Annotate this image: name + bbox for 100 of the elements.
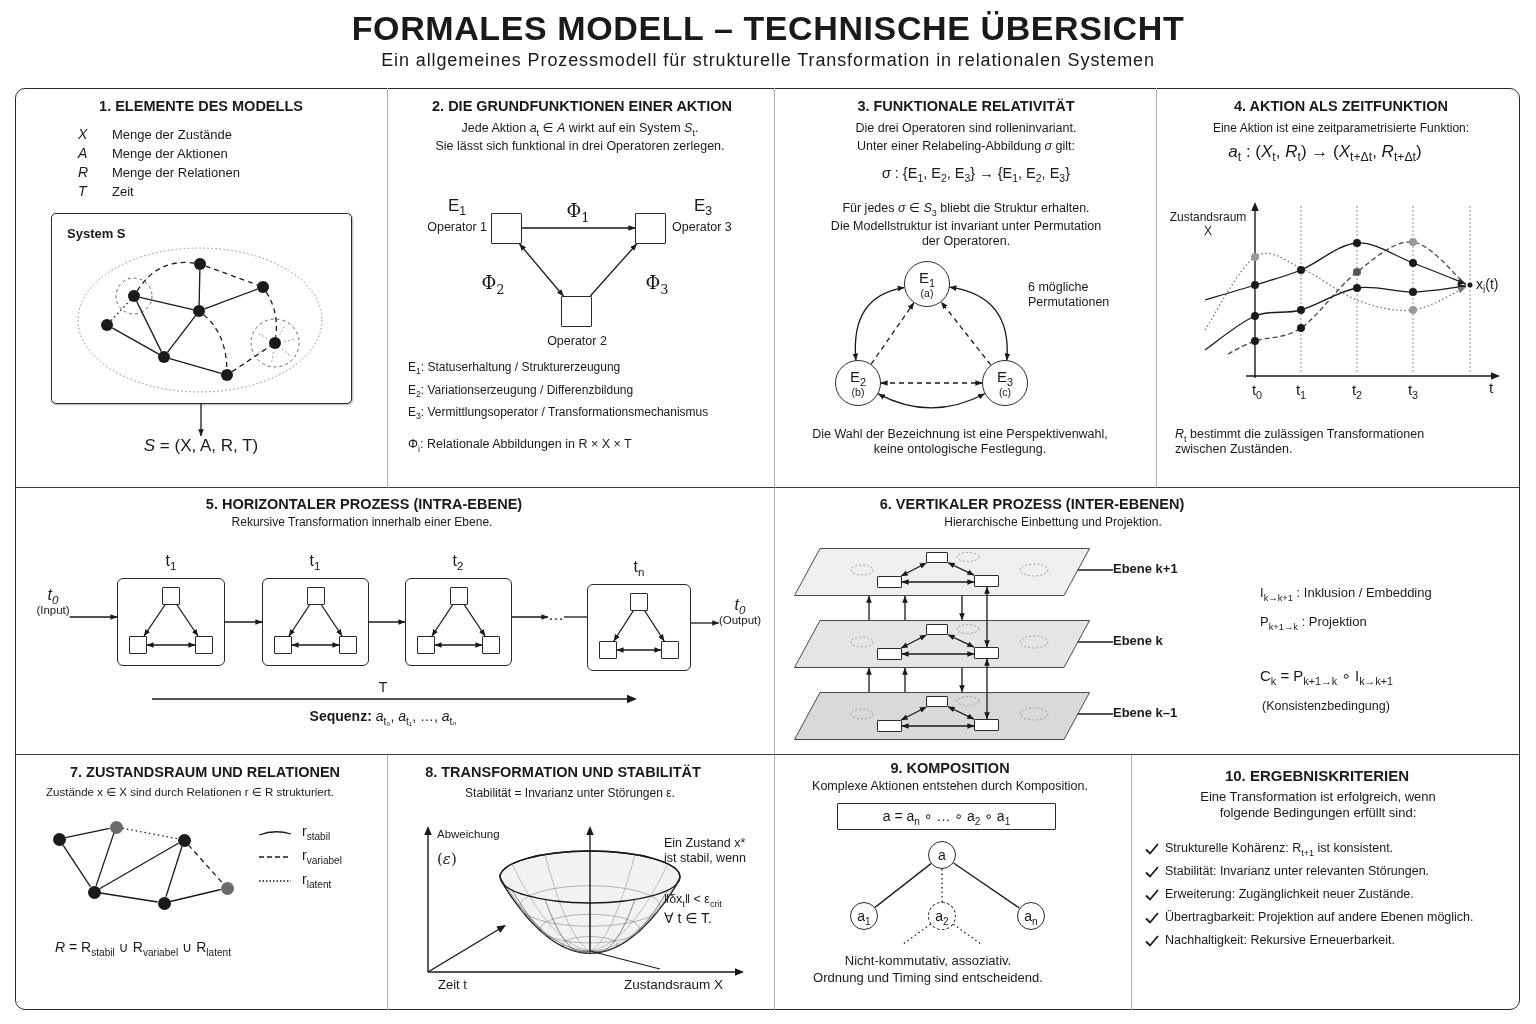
state-dot: [101, 319, 113, 331]
time-label: t$_{2}$: [452, 551, 464, 571]
curve-label: x$_{i}$(t): [1476, 276, 1499, 293]
edge-label: Φ$_{3}$: [643, 272, 671, 294]
tick-label: t$_{0}$: [1251, 381, 1263, 399]
axis-label: Abweichung: [437, 828, 500, 842]
arrow: [880, 380, 983, 386]
state-dot: [109, 820, 123, 834]
operator-label: Operator 3: [672, 220, 732, 235]
leader-line: [1077, 713, 1114, 715]
connector-line: [95, 832, 115, 887]
operator-label: Operator 1: [427, 220, 487, 235]
operator-square: [162, 587, 180, 605]
state-dot: [87, 885, 101, 899]
connector-line: [205, 265, 258, 286]
section-heading: 4. AKTION ALS ZEITFUNKTION: [1234, 98, 1448, 116]
arrow: [320, 604, 343, 637]
edge-label: Φ$_{2}$: [479, 272, 507, 294]
connector-line: [169, 888, 222, 903]
arrow: [877, 393, 986, 409]
connector-line: [952, 923, 982, 945]
operator-symbol: E$_{2}$: [850, 368, 866, 386]
operator-circle: [982, 360, 1028, 406]
formula-text: ∀ t ∈ T.: [664, 910, 712, 927]
formula-box: [837, 803, 1056, 830]
arrow: [68, 614, 118, 620]
arrow: [984, 586, 990, 648]
operator-square: [482, 636, 500, 654]
section-panel: [15, 488, 775, 755]
arrow: [198, 403, 204, 437]
arrow: [852, 286, 905, 361]
arrow: [176, 604, 199, 637]
connector-line: [99, 892, 159, 903]
section-heading: 1. ELEMENTE DES MODELLS: [99, 98, 303, 116]
arrow: [900, 634, 927, 649]
arrow: [959, 667, 965, 693]
definition-text: Menge der Zustände: [112, 127, 232, 143]
definition-text: Menge der Aktionen: [112, 146, 228, 162]
definition-text: E$_{2}$: Variationserzeugung / Differenzbildung: [408, 383, 634, 398]
symbol-label: A: [78, 145, 88, 162]
arrow: [940, 301, 992, 366]
system-box: [51, 213, 352, 404]
definition-text: I$_{k→k+1}$ : Inklusion / Embedding: [1260, 585, 1432, 601]
state-dot: [158, 351, 170, 363]
criterion-text: Strukturelle Kohärenz: R$_{t+1}$ ist konsistent.: [1165, 841, 1394, 856]
arrow: [644, 610, 665, 642]
element-box: [974, 575, 999, 587]
element-box: [926, 696, 948, 707]
arrow: [870, 302, 915, 365]
action-label: a$_{2}$: [935, 907, 949, 925]
state-dot: [220, 881, 234, 895]
note-text: Ordnung und Timing sind entscheidend.: [813, 970, 1043, 986]
action-label: a$_{n}$: [1024, 907, 1038, 925]
section-heading: 10. ERGEBNISKRITERIEN: [1224, 767, 1410, 785]
criterion-text: Erweiterung: Zugänglichkeit neuer Zustände.: [1165, 887, 1414, 902]
intro-text: Komplexe Aktionen entstehen durch Komposition.: [812, 779, 1088, 794]
action-circle: [1017, 902, 1045, 930]
section-heading: 3. FUNKTIONALE RELATIVITÄT: [857, 98, 1075, 116]
intro-text: Eine Aktion ist eine zeitparametrisierte Funktion:: [1212, 121, 1470, 136]
arrow: [511, 614, 549, 620]
role-label: (b): [851, 385, 865, 398]
arrow: [616, 647, 662, 653]
operator-square: [195, 636, 213, 654]
level-label: Ebene k–1: [1113, 706, 1178, 721]
state-dot: [157, 896, 171, 910]
section-heading: 5. HORIZONTALER PROZESS (INTRA-EBENE): [205, 496, 523, 514]
element-box: [877, 576, 902, 588]
arrow: [291, 642, 340, 648]
intro-text: Hierarchische Einbettung und Projektion.: [944, 515, 1162, 530]
note-text: (Konsistenzbedingung): [1262, 699, 1390, 714]
subtitle: Ein allgemeines Prozessmodell für strukturelle Transformation in relationalen Systemen: [381, 50, 1155, 72]
operator-square: [599, 641, 617, 659]
arrow: [518, 243, 565, 297]
definition-text: Menge der Relationen: [112, 165, 240, 181]
formula-text: a = a$_{n}$ ∘ … ∘ a$_{2}$ ∘ a$_{1}$: [882, 808, 1011, 825]
operator-label: Operator 2: [547, 334, 607, 349]
state-dot: [257, 281, 269, 293]
element-box: [926, 552, 948, 563]
arrow: [866, 595, 872, 621]
operator-square: [129, 636, 147, 654]
definition-text: Φ$_{i}$: Relationale Abbildungen in R × X × T: [408, 437, 632, 452]
arrow: [434, 642, 483, 648]
element-box: [926, 624, 948, 635]
intro-text: Jede Aktion a$_{t}$ ∈ A wirkt auf ein System S$_{t}$.: [461, 121, 699, 136]
arrow: [900, 706, 927, 721]
section-heading: 7. ZUSTANDSRAUM UND RELATIONEN: [69, 764, 341, 782]
action-label: a: [938, 846, 946, 864]
intro-text: Die drei Operatoren sind rolleninvariant.: [855, 121, 1077, 136]
operator-square: [339, 636, 357, 654]
operator-symbol: E$_{1}$: [919, 269, 935, 287]
arrow: [368, 619, 406, 625]
connector-line: [203, 288, 259, 310]
connector-line: [121, 827, 179, 840]
connector-line: [902, 923, 932, 945]
legend-label: r$_{latent}$: [302, 871, 332, 888]
operator-square: [274, 636, 292, 654]
time-label: t$_{0}$: [47, 586, 59, 605]
time-label: t$_{1}$: [309, 551, 321, 571]
leader-line: [1077, 569, 1114, 571]
intro-text: Unter einer Relabeling-Abbildung σ gilt:: [856, 139, 1076, 154]
